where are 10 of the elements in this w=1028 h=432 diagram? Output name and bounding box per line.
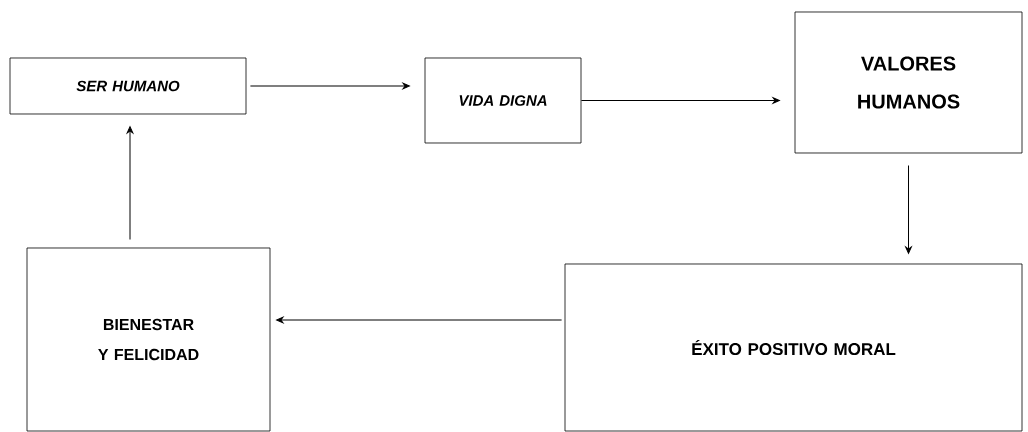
arrow	[126, 126, 134, 241]
arrow	[249, 82, 410, 90]
arrow	[276, 316, 563, 324]
process-box: VIDA DIGNA	[424, 57, 582, 144]
process-box: BIENESTAR Y FELICIDAD	[26, 247, 271, 432]
process-box: ÉXITO POSITIVO MORAL	[564, 263, 1023, 432]
process-box: SER HUMANO	[9, 57, 247, 115]
arrow	[580, 97, 780, 104]
process-box: VALORES HUMANOS	[794, 11, 1023, 154]
arrow	[905, 164, 912, 254]
